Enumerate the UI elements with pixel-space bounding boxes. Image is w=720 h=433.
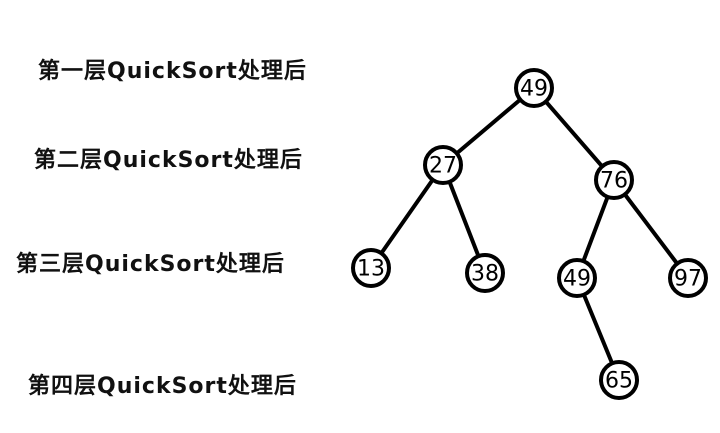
tree-node-n7: 97 (668, 258, 708, 298)
node-label: 38 (471, 262, 499, 287)
tree-node-n4: 13 (351, 248, 391, 288)
edge-n2-n5 (447, 179, 481, 259)
node-label: 49 (563, 267, 591, 292)
edge-n2-n4 (379, 177, 435, 256)
layer-label-4: 第四层QuickSort处理后 (28, 374, 297, 399)
node-label: 13 (357, 257, 385, 282)
layer-label-1: 第一层QuickSort处理后 (38, 59, 307, 84)
tree-nodes: 49 27 76 13 38 49 97 65 (351, 68, 708, 400)
node-circle (599, 360, 639, 400)
layer-label-3: 第三层QuickSort处理后 (16, 252, 285, 277)
edge-n3-n6 (581, 194, 610, 264)
tree-edges (379, 97, 680, 366)
node-circle (351, 248, 391, 288)
node-label: 65 (605, 369, 633, 394)
node-label: 49 (520, 77, 548, 102)
edge-n6-n8 (581, 292, 615, 366)
node-circle (668, 258, 708, 298)
node-circle (465, 253, 505, 293)
tree-node-n8: 65 (599, 360, 639, 400)
node-circle (557, 258, 597, 298)
node-circle (423, 145, 463, 185)
node-label: 76 (600, 169, 628, 194)
edge-n1-n3 (543, 99, 605, 169)
edge-n3-n7 (622, 192, 680, 266)
tree-node-n1: 49 (514, 68, 554, 108)
node-circle (594, 160, 634, 200)
edge-n1-n2 (454, 97, 523, 156)
tree-node-n5: 38 (465, 253, 505, 293)
tree-node-n2: 27 (423, 145, 463, 185)
node-circle (514, 68, 554, 108)
tree-node-n3: 76 (594, 160, 634, 200)
tree-node-n6: 49 (557, 258, 597, 298)
layer-label-2: 第二层QuickSort处理后 (34, 148, 303, 173)
node-label: 27 (429, 154, 457, 179)
node-label: 97 (674, 267, 702, 292)
